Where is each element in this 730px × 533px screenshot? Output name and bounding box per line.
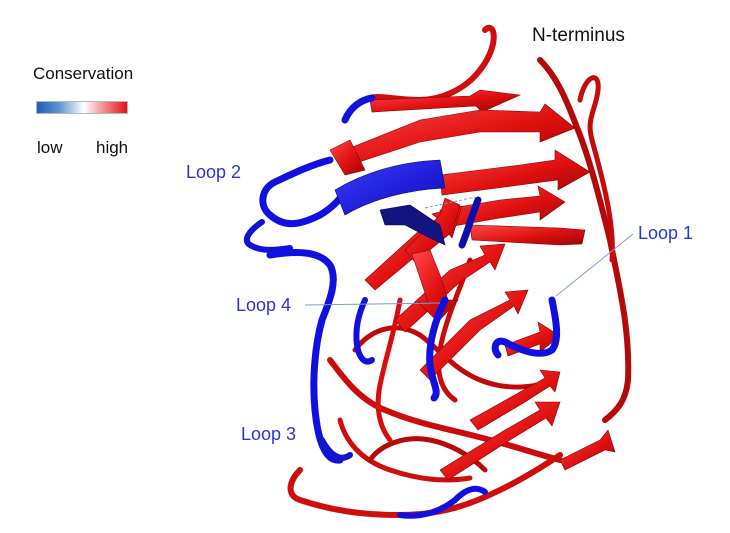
lower-coil-a	[327, 357, 563, 463]
legend-low-label: low	[37, 138, 63, 157]
loop3-label: Loop 3	[241, 424, 297, 444]
strand-bottom-right	[559, 429, 616, 471]
bottom-blue-segment	[397, 485, 488, 519]
variable-regions	[243, 94, 561, 519]
right-coil	[577, 75, 615, 263]
center-dark-coil	[458, 196, 482, 249]
blue-strand-loop2	[334, 159, 446, 216]
center-leader	[424, 196, 476, 209]
middle-coil	[375, 297, 403, 443]
loop3-coil	[266, 248, 344, 464]
loop2-coil-b	[243, 219, 293, 253]
strand-top-1	[369, 89, 522, 113]
loop4-coil-b	[426, 296, 449, 402]
top-coil	[367, 24, 497, 103]
strand-lower-right-2	[439, 401, 561, 481]
strand-mid-3	[469, 224, 586, 246]
loop4-label: Loop 4	[236, 295, 292, 315]
loop2-coil	[259, 156, 349, 228]
strand-lower-right	[469, 369, 561, 431]
strand-diag-3	[419, 289, 529, 381]
top-blue-segment	[341, 94, 376, 124]
loop1-leader	[555, 233, 634, 297]
loop1-label: Loop 1	[638, 223, 694, 243]
loop4-leader	[304, 302, 441, 306]
strand-top-2	[344, 103, 576, 166]
variable-strands	[334, 159, 446, 246]
loop2-label: Loop 2	[186, 162, 242, 182]
conservation-color-scale	[36, 101, 128, 114]
legend-title: Conservation	[33, 64, 134, 83]
legend-high-label: high	[96, 138, 129, 157]
blue-strand-dark	[379, 204, 446, 246]
loop1-coil	[491, 296, 561, 359]
lower-coil-b	[287, 452, 563, 518]
loop3-tail	[319, 437, 353, 461]
leader-lines	[304, 196, 634, 306]
loop4-coil	[353, 297, 375, 365]
strand-arrow-left	[329, 139, 366, 176]
strand-mid-1	[439, 149, 591, 196]
n-terminus-label: N-terminus	[532, 25, 625, 46]
beta-strands	[329, 89, 616, 481]
